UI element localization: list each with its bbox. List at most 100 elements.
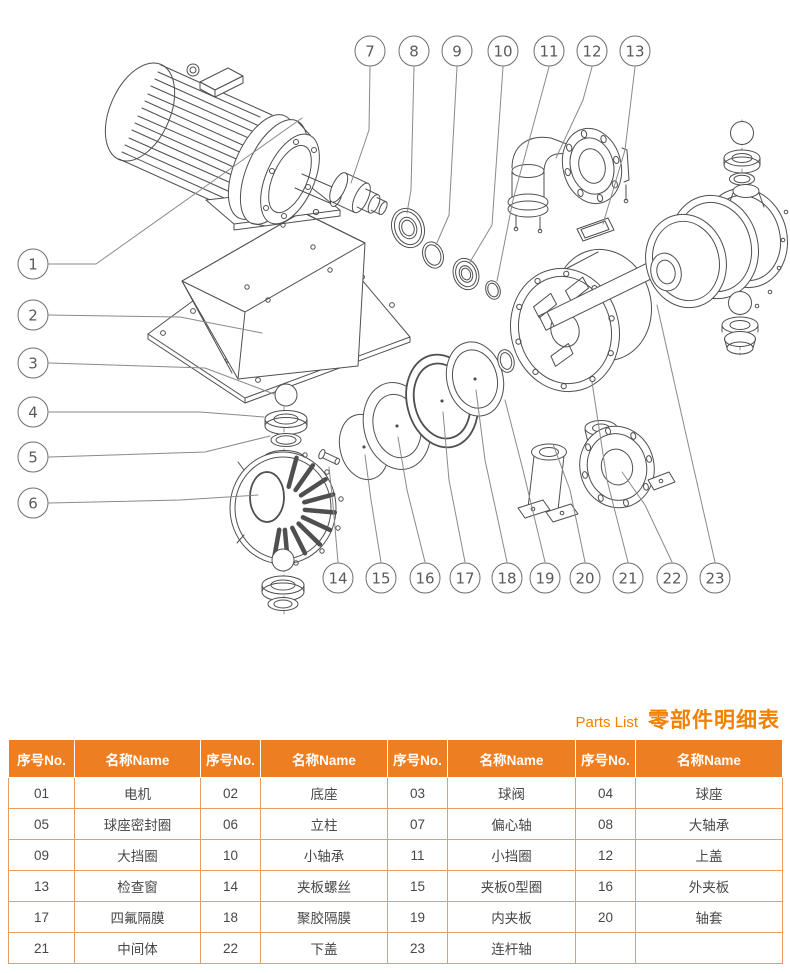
diaphragm-discs-drawing <box>318 341 515 481</box>
upper-cover-drawing <box>507 127 630 242</box>
parts-table: 序号No. 名称Name 序号No. 名称Name 序号No. 名称Name 序… <box>8 739 783 964</box>
table-row: 05 球座密封圈 06 立柱 07 偏心轴 08 大轴承 <box>8 808 783 840</box>
part-name-cell: 小轴承 <box>260 839 388 871</box>
col-header-name: 名称Name <box>74 739 201 778</box>
callout-9: 9 <box>441 35 473 67</box>
part-name-cell: 连杆轴 <box>447 932 576 964</box>
center-body-drawing <box>509 248 660 393</box>
part-name-cell: 球阀 <box>447 777 576 809</box>
part-no-cell: 13 <box>8 870 75 902</box>
part-no-cell: 16 <box>575 870 636 902</box>
callout-14: 14 <box>322 562 354 594</box>
part-name-cell: 球座密封圈 <box>74 808 201 840</box>
col-header-no: 序号No. <box>8 739 75 778</box>
callout-7: 7 <box>354 35 386 67</box>
part-name-cell: 偏心轴 <box>447 808 576 840</box>
callout-19: 19 <box>529 562 561 594</box>
part-name-cell: 夹板螺丝 <box>260 870 388 902</box>
col-header-name: 名称Name <box>260 739 388 778</box>
callout-4: 4 <box>17 396 49 428</box>
part-no-cell: 02 <box>200 777 261 809</box>
col-header-name: 名称Name <box>447 739 576 778</box>
parts-list-title: Parts List 零部件明细表 <box>0 704 790 732</box>
part-name-cell <box>635 932 783 964</box>
exploded-drawing <box>48 62 789 616</box>
callout-8: 8 <box>398 35 430 67</box>
parts-list-title-en: Parts List <box>575 714 638 731</box>
part-no-cell: 03 <box>387 777 448 809</box>
callout-12: 12 <box>576 35 608 67</box>
part-name-cell: 大挡圈 <box>74 839 201 871</box>
lower-covers-drawing <box>517 420 676 523</box>
left-pump-drawing <box>229 383 344 616</box>
part-no-cell: 09 <box>8 839 75 871</box>
callout-15: 15 <box>365 562 397 594</box>
callout-6: 6 <box>17 487 49 519</box>
part-name-cell: 聚胶隔膜 <box>260 901 388 933</box>
part-no-cell: 11 <box>387 839 448 871</box>
table-row: 17 四氟隔膜 18 聚胶隔膜 19 内夹板 20 轴套 <box>8 901 783 933</box>
table-header-row: 序号No. 名称Name 序号No. 名称Name 序号No. 名称Name 序… <box>8 739 783 778</box>
part-name-cell: 轴套 <box>635 901 783 933</box>
part-no-cell <box>575 932 636 964</box>
callout-23: 23 <box>699 562 731 594</box>
callout-21: 21 <box>612 562 644 594</box>
callout-22: 22 <box>656 562 688 594</box>
col-header-no: 序号No. <box>575 739 636 778</box>
part-name-cell: 立柱 <box>260 808 388 840</box>
table-row: 09 大挡圈 10 小轴承 11 小挡圈 12 上盖 <box>8 839 783 871</box>
col-header-name: 名称Name <box>635 739 783 778</box>
shaft-and-bearings-drawing <box>329 172 501 300</box>
callout-1: 1 <box>17 248 49 280</box>
leader-lines <box>48 66 716 563</box>
part-no-cell: 22 <box>200 932 261 964</box>
part-no-cell: 01 <box>8 777 75 809</box>
callout-20: 20 <box>569 562 601 594</box>
part-name-cell: 内夹板 <box>447 901 576 933</box>
part-no-cell: 15 <box>387 870 448 902</box>
callout-10: 10 <box>487 35 519 67</box>
parts-list-title-zh: 零部件明细表 <box>648 709 780 732</box>
part-no-cell: 23 <box>387 932 448 964</box>
callout-18: 18 <box>491 562 523 594</box>
table-row: 01 电机 02 底座 03 球阀 04 球座 <box>8 777 783 809</box>
part-no-cell: 05 <box>8 808 75 840</box>
part-name-cell: 外夹板 <box>635 870 783 902</box>
callout-5: 5 <box>17 441 49 473</box>
part-name-cell: 上盖 <box>635 839 783 871</box>
col-header-no: 序号No. <box>387 739 448 778</box>
part-no-cell: 06 <box>200 808 261 840</box>
part-no-cell: 17 <box>8 901 75 933</box>
callout-11: 11 <box>533 35 565 67</box>
part-name-cell: 大轴承 <box>635 808 783 840</box>
part-no-cell: 21 <box>8 932 75 964</box>
col-header-no: 序号No. <box>200 739 261 778</box>
table-row: 21 中间体 22 下盖 23 连杆轴 <box>8 932 783 964</box>
callout-17: 17 <box>449 562 481 594</box>
part-no-cell: 04 <box>575 777 636 809</box>
callout-3: 3 <box>17 347 49 379</box>
part-name-cell: 四氟隔膜 <box>74 901 201 933</box>
right-pump-drawing <box>645 119 789 356</box>
part-name-cell: 小挡圈 <box>447 839 576 871</box>
base-drawing <box>147 211 411 404</box>
part-name-cell: 球座 <box>635 777 783 809</box>
part-name-cell: 电机 <box>74 777 201 809</box>
part-no-cell: 12 <box>575 839 636 871</box>
motor-drawing <box>104 62 343 231</box>
part-no-cell: 18 <box>200 901 261 933</box>
part-no-cell: 08 <box>575 808 636 840</box>
part-name-cell: 下盖 <box>260 932 388 964</box>
callout-16: 16 <box>409 562 441 594</box>
part-no-cell: 07 <box>387 808 448 840</box>
callout-13: 13 <box>619 35 651 67</box>
callout-2: 2 <box>17 299 49 331</box>
table-row: 13 检查窗 14 夹板螺丝 15 夹板0型圈 16 外夹板 <box>8 870 783 902</box>
part-name-cell: 检查窗 <box>74 870 201 902</box>
part-no-cell: 19 <box>387 901 448 933</box>
part-name-cell: 中间体 <box>74 932 201 964</box>
part-no-cell: 20 <box>575 901 636 933</box>
part-name-cell: 夹板0型圈 <box>447 870 576 902</box>
